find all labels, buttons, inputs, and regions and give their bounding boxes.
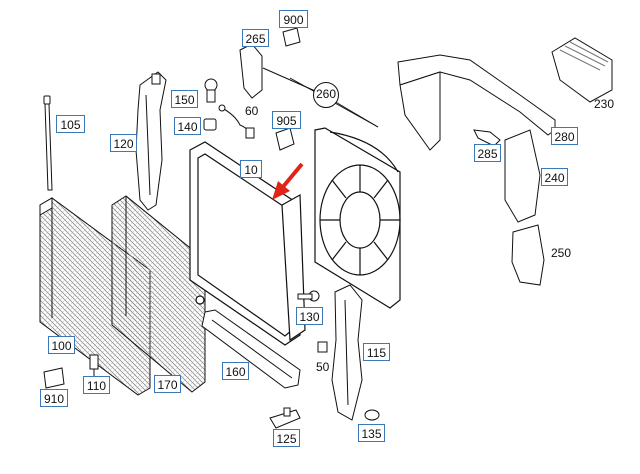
bracket-265 [239, 43, 263, 99]
air-guide-230 [551, 37, 613, 103]
label-135[interactable]: 135 [358, 424, 385, 442]
label-160[interactable]: 160 [222, 362, 249, 380]
label-285[interactable]: 285 [474, 144, 501, 162]
bracket-115 [331, 284, 363, 421]
label-905[interactable]: 905 [272, 111, 301, 129]
label-240[interactable]: 240 [541, 168, 568, 186]
clip-285 [473, 129, 501, 147]
label-230[interactable]: 230 [594, 97, 615, 111]
condenser-100 [39, 197, 151, 396]
label-130[interactable]: 130 [296, 307, 323, 325]
label-265[interactable]: 265 [242, 29, 269, 47]
clip-140 [203, 118, 217, 131]
label-250[interactable]: 250 [551, 246, 572, 260]
label-115[interactable]: 115 [363, 343, 390, 361]
label-50[interactable]: 50 [316, 360, 330, 374]
label-125[interactable]: 125 [273, 429, 300, 447]
label-900[interactable]: 900 [279, 10, 308, 28]
radiator-frame-10 [189, 141, 306, 346]
label-150[interactable]: 150 [171, 90, 198, 108]
clip-135 [364, 409, 380, 421]
spoiler-160 [201, 309, 301, 389]
label-120[interactable]: 120 [110, 134, 137, 152]
bracket-125 [269, 407, 301, 429]
label-140[interactable]: 140 [174, 117, 201, 135]
side-duct-240 [504, 129, 541, 223]
label-10[interactable]: 10 [240, 160, 262, 178]
fan-shroud-260 [314, 127, 401, 309]
clip-150 [204, 78, 218, 103]
label-60[interactable]: 60 [245, 104, 259, 118]
label-100[interactable]: 100 [48, 336, 75, 354]
label-910[interactable]: 910 [40, 389, 68, 407]
sensor-60 [218, 104, 255, 139]
air-duct-280 [397, 54, 556, 151]
deflector-250 [511, 224, 545, 286]
bracket-120 [135, 71, 167, 211]
bolt-130 [297, 290, 320, 302]
label-105[interactable]: 105 [56, 115, 85, 133]
label-170[interactable]: 170 [154, 375, 181, 393]
sensor-110 [89, 354, 99, 378]
pad-905 [275, 127, 295, 151]
rod-105 [43, 95, 53, 191]
label-110[interactable]: 110 [83, 376, 110, 394]
pad-910 [43, 367, 65, 389]
label-280[interactable]: 280 [551, 127, 578, 145]
pad-900 [282, 27, 301, 47]
red-pointer-arrow-icon [272, 162, 304, 200]
clip-50 [317, 341, 328, 353]
label-260[interactable]: 260 [313, 82, 339, 108]
radiator-core-170 [111, 195, 206, 393]
